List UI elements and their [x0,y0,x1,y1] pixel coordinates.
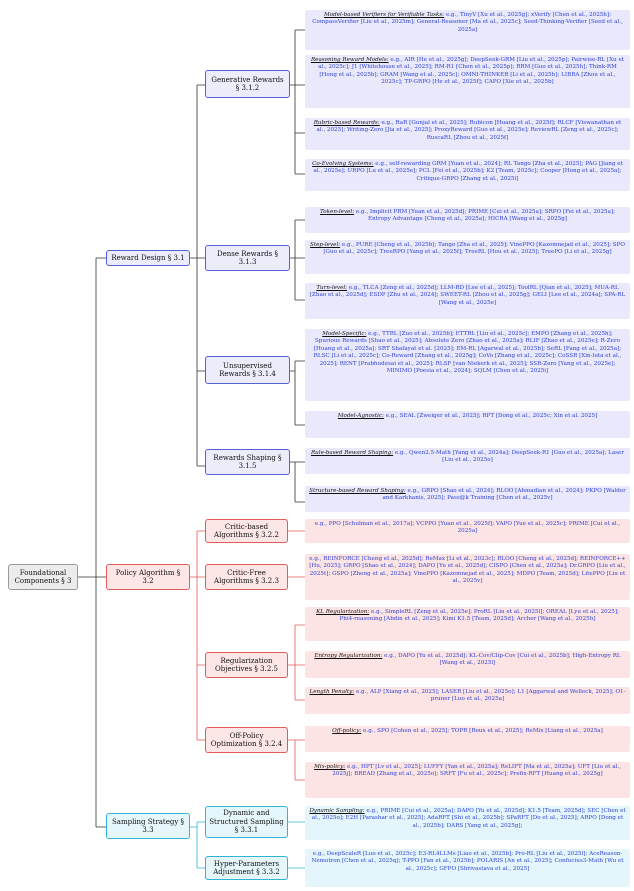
leaf-length-penalty: Length Penalty: e.g., ALP [Xiang et al.,… [305,687,630,714]
regularization-spine [288,624,305,701]
regularization-node: Regularization Objectives § 3.2.5 [205,652,288,678]
generative-spine [290,29,305,175]
leaf-dynamic-sampling: Dynamic Sampling: e.g., PRIME [Cui et al… [305,806,630,840]
leaf-model-verifiers: Model-based Verifiers for Verifiable Tas… [305,10,630,50]
leaf-mix-policy: Mix-policy: e.g., HPT [Lv et al., 2025];… [305,762,630,798]
dense-rewards-node: Dense Rewards § 3.1.3 [205,245,290,271]
dense-spine [290,219,305,301]
unsupervised-spine [290,360,305,426]
leaf-co-evolving: Co-Evolving Systems: e.g., self-rewardin… [305,159,630,191]
reward-design-node: Reward Design § 3.1 [106,250,190,266]
leaf-rule-shaping: Rule-based Reward Shaping: e.g., Qwen2.5… [305,448,630,474]
leaf-entropy-regularization: Entropy Regularization: e.g., DAPO [Yu e… [305,651,630,678]
leaf-critic-based: e.g., PPO [Schulman et al., 2017a]; VCPP… [305,519,630,543]
offpolicy-spine [288,739,305,781]
unsupervised-rewards-node: Unsupervised Rewards § 3.1.4 [205,356,290,384]
leaf-reasoning-reward-models: Reasoning Reward Models: e.g., AIR [He e… [305,55,630,108]
shaping-spine [290,461,305,503]
critic-based-node: Critic-based Algorithms § 3.2.2 [205,519,288,543]
leaf-token-level: Token-level: e.g., Implicit PRM [Yuan et… [305,207,630,233]
dynamic-sampling-node: Dynamic and Structured Sampling § 3.3.1 [205,806,288,838]
leaf-rubric-rewards: Rubric-based Rewards: e.g., RaR [Gunjal … [305,118,630,150]
leaf-model-specific: Model-Specific: e.g., TTRL [Zuo et al., … [305,329,630,401]
leaf-off-policy: Off-policy: e.g., SPO [Cohen et al., 202… [305,726,630,752]
sampling-strategy-node: Sampling Strategy § 3.3 [106,813,190,839]
root-node: Foundational Components § 3 [8,564,78,590]
hyper-parameters-node: Hyper-Parameters Adjustment § 3.3.2 [205,856,288,880]
leaf-model-agnostic: Model-Agnostic: e.g., SEAL [Zweiger et a… [305,411,630,438]
leaf-structure-shaping: Structure-based Reward Shaping: e.g., GR… [305,486,630,512]
policy-spine [190,530,205,741]
off-policy-node: Off-Policy Optimization § 3.2.4 [205,727,288,753]
leaf-hyper-parameters: e.g., DeepScaleR [Luo et al., 2025c]; E3… [305,849,630,887]
leaf-turn-level: Turn-level: e.g., TLCA [Zeng et al., 202… [305,283,630,319]
sampling-spine [190,821,205,869]
policy-algorithm-node: Policy Algorithm § 3.2 [106,564,190,590]
generative-rewards-node: Generative Rewards § 3.1.2 [205,70,290,98]
leaf-critic-free: e.g., REINFORCE [Cheng et al., 2025d]; R… [305,554,630,600]
leaf-step-level: Step-level: e.g., PURE [Cheng et al., 20… [305,240,630,274]
rewards-shaping-node: Rewards Shaping § 3.1.5 [205,449,290,475]
root-spine [78,257,106,828]
reward-spine [190,84,205,467]
leaf-kl-regularization: KL Regularization: e.g., SimpleRL [Zeng … [305,607,630,641]
critic-free-node: Critic-Free Algorithms § 3.2.3 [205,564,288,590]
